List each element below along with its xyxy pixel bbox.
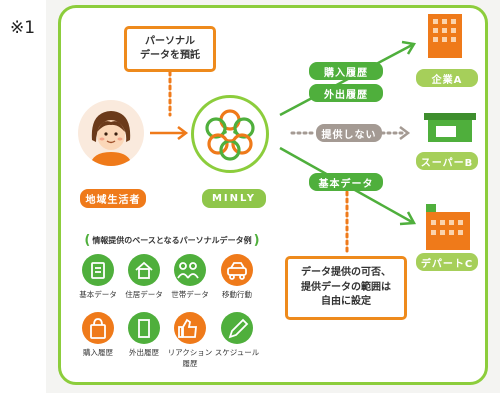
data-example-label: 購入履歴 — [83, 348, 113, 357]
data-example-label: 世帯データ — [171, 290, 209, 299]
data-example-label: スケジュール — [214, 348, 260, 357]
tag-not-provided: 提供しない — [316, 124, 382, 142]
data-example-label: 基本データ — [79, 290, 117, 299]
minly-hub — [191, 95, 269, 173]
tag-basic-data: 基本データ — [309, 173, 383, 191]
car-icon — [221, 254, 253, 286]
settings-line2: 提供データの範囲は — [301, 281, 391, 293]
data-example-label: 住居データ — [125, 290, 163, 299]
note-mark: ※1 — [10, 18, 36, 38]
data-example-label: リアクション 履歴 — [167, 348, 213, 369]
resident-label: 地域生活者 — [80, 189, 146, 208]
tag-outing-history: 外出履歴 — [309, 84, 383, 102]
minly-label: MINLY — [202, 189, 266, 208]
data-example-label: 移動行動 — [222, 290, 252, 299]
resident-avatar — [78, 100, 144, 166]
tag-purchase-history: 購入履歴 — [309, 62, 383, 80]
house-icon — [128, 254, 160, 286]
consign-line1: パーソナル — [145, 35, 195, 47]
settings-callout: データ提供の可否、 提供データの範囲は 自由に設定 — [285, 256, 407, 320]
family-icon — [174, 254, 206, 286]
destination-department-c: デパートC — [416, 253, 478, 271]
destination-company-a: 企業A — [416, 69, 478, 87]
examples-title: ( 情報提供のベースとなるパーソナルデータ例 ) — [84, 232, 260, 248]
settings-line1: データ提供の可否、 — [301, 267, 391, 279]
person-icon — [90, 111, 132, 166]
document-icon — [82, 254, 114, 286]
consign-callout: パーソナル データを預託 — [124, 26, 216, 72]
data-example-label: 外出履歴 — [129, 348, 159, 357]
door-icon — [128, 312, 160, 344]
destination-supermarket-b: スーパーB — [416, 152, 478, 170]
settings-line3: 自由に設定 — [321, 296, 371, 308]
minly-logo-icon — [205, 109, 255, 161]
consign-line2: データを預託 — [140, 50, 200, 61]
pencil-icon — [221, 312, 253, 344]
examples-title-text: 情報提供のベースとなるパーソナルデータ例 — [92, 235, 252, 245]
